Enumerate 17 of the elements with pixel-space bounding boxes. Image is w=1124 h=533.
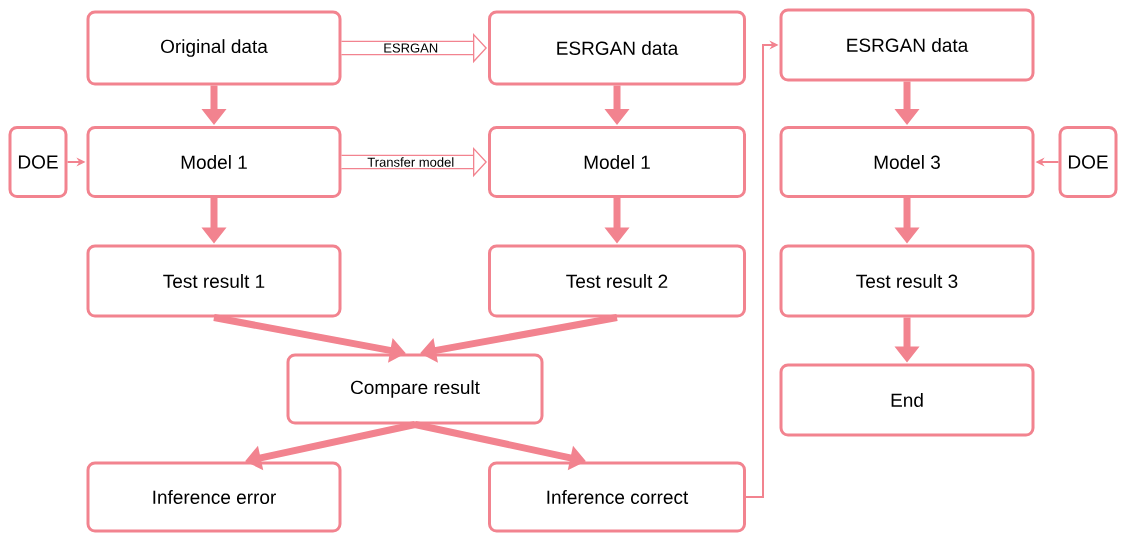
edge-label: Transfer model [366,156,456,168]
process-box: Original data [86,10,342,86]
process-box: ESRGAN data [779,8,1035,82]
process-box: Compare result [286,353,544,425]
process-box: Model 3 [779,126,1035,198]
process-box: Test result 3 [779,244,1035,318]
input-box: DOE [8,126,68,198]
process-box: Inference error [86,461,342,533]
process-box: Test result 1 [86,244,342,318]
input-box: DOE [1058,126,1118,198]
process-box: Model 1 [488,126,746,198]
process-box: Test result 2 [488,244,746,318]
process-box: Inference correct [488,461,746,533]
edge-label: ESRGAN [382,42,440,54]
process-box: Model 1 [86,126,342,198]
process-box: End [779,363,1035,437]
process-box: ESRGAN data [488,10,746,86]
